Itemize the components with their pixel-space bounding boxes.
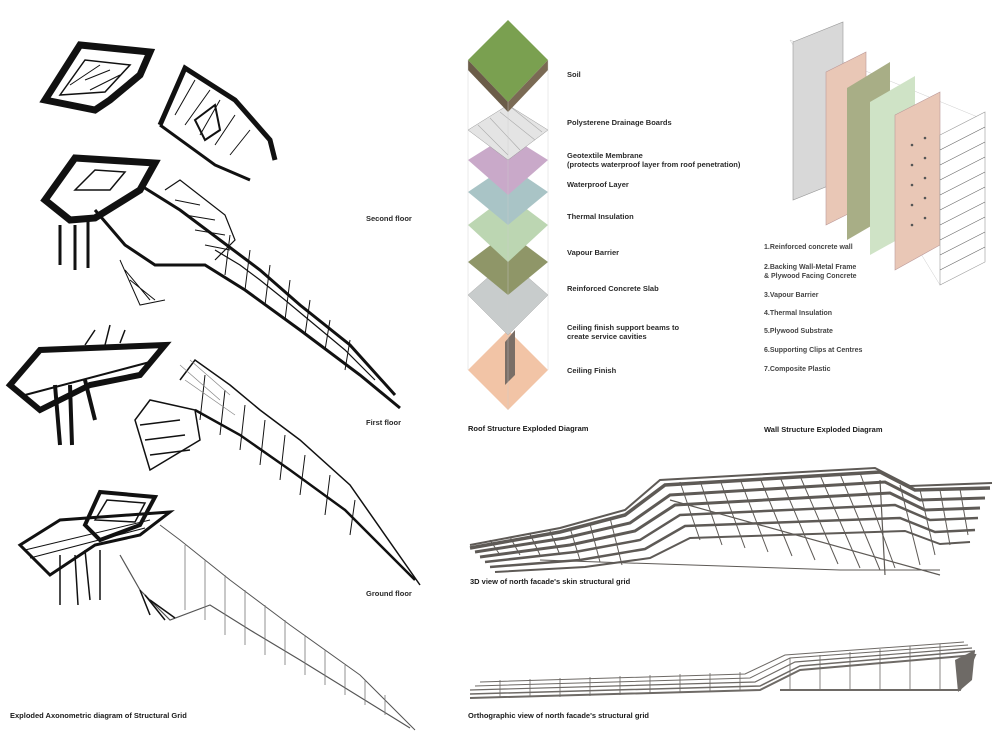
wall-layer-composite-plastic [939,111,986,286]
caption-exploded-axonometric: Exploded Axonometric diagram of Structur… [10,711,187,720]
roof-label-support-beams-main: Ceiling finish support beams to [567,323,680,332]
roof-label-geotextile-sub: (protects waterproof layer from roof pen… [567,159,741,169]
roof-label-ceiling-finish: Ceiling Finish [567,366,617,375]
ground-floor-structure [17,489,416,731]
facade-ortho-structural-grid [469,641,977,699]
roof-layer-soil [468,20,548,102]
wall-label-3: 3.Vapour Barrier [764,292,819,299]
roof-label-waterproof: Waterproof Layer [567,180,629,189]
caption-roof-diagram: Roof Structure Exploded Diagram [468,424,589,433]
wall-label-2a: 2.Backing Wall-Metal Frame [764,264,857,271]
roof-label-thermal: Thermal Insulation [567,212,634,221]
roof-label-geotextile: Geotextile Membrane (protects waterproof… [567,151,741,169]
caption-wall-diagram: Wall Structure Exploded Diagram [764,425,883,434]
roof-layer-support-beams [505,330,515,385]
roof-label-vapour: Vapour Barrier [567,248,620,257]
second-floor-structure [40,154,401,410]
roof-label-support-beams: Ceiling finish support beams to create s… [567,323,680,341]
wall-support-clips [910,136,927,227]
wall-layer-plywood [894,91,941,271]
wall-label-7: 7.Composite Plastic [764,366,831,373]
floor-label-second: Second floor [366,214,412,223]
wall-label-6: 6.Supporting Clips at Centres [764,347,863,354]
roof-label-soil: Soil [567,70,581,79]
roof-level-structure [39,41,278,182]
caption-facade-ortho: Orthographic view of north facade's stru… [468,711,649,720]
facade-3d-structural-grid [469,466,993,576]
roof-label-concrete: Reinforced Concrete Slab [567,284,659,293]
wall-label-1: 1.Reinforced concrete wall [764,244,853,251]
wall-label-5: 5.Plywood Substrate [764,328,833,335]
roof-label-drainage: Polysterene Drainage Boards [567,118,672,127]
first-floor-structure [5,324,421,586]
wall-label-4: 4.Thermal Insulation [764,310,833,317]
floor-label-first: First floor [366,418,401,427]
wall-layer-stack [789,21,986,286]
roof-label-support-beams-sub: create service cavities [567,331,647,341]
roof-layer-stack [467,20,549,410]
roof-label-geotextile-main: Geotextile Membrane [567,151,643,160]
floor-label-ground: Ground floor [366,589,412,598]
caption-facade-3d: 3D view of north facade's skin structura… [470,577,631,586]
wall-label-2b: & Plywood Facing Concrete [764,273,857,280]
